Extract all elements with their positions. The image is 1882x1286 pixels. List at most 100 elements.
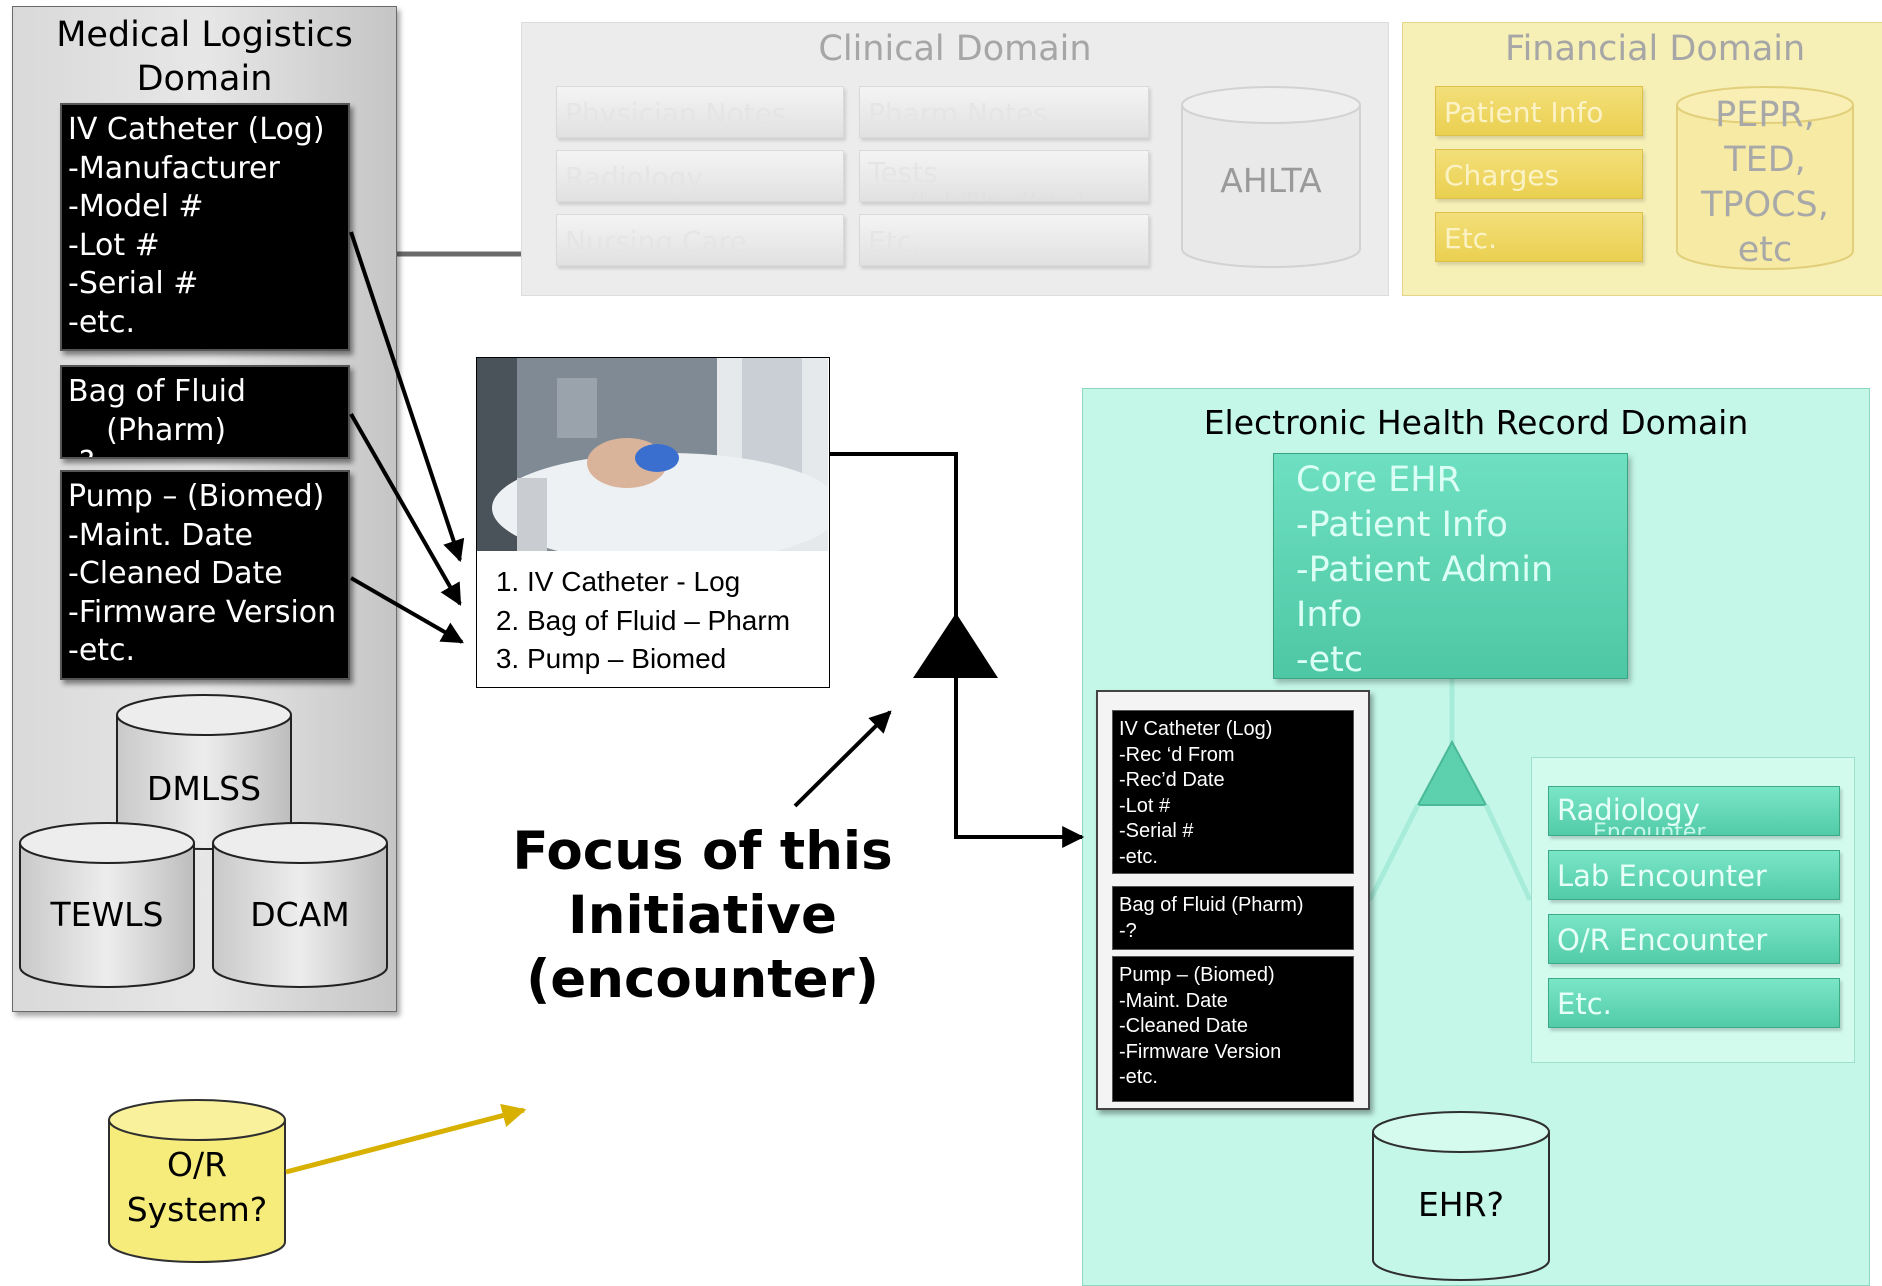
tewls-label: TEWLS xyxy=(50,895,164,934)
logistics-title-line-1: Medical Logistics xyxy=(56,15,353,55)
pepr-line-2: TED, xyxy=(1724,140,1806,180)
radiology-encounter-label: Radiology xyxy=(1557,793,1700,827)
clinical-domain-title: Clinical Domain xyxy=(818,29,1092,69)
pharm-notes-button[interactable]: Pharm Notes xyxy=(859,86,1149,138)
pepr-line-3: TPOCS, xyxy=(1701,185,1829,225)
radiology-encounter-subtext: Encounter xyxy=(1593,820,1706,836)
medical-logistics-panel: Medical Logistics Domain IV Catheter (Lo… xyxy=(12,6,397,1012)
iv-line-5: -Serial # xyxy=(68,266,199,301)
lab-encounter-button[interactable]: Lab Encounter xyxy=(1548,850,1840,900)
iv-line-1: IV Catheter (Log) xyxy=(68,112,325,147)
ehr-pump-line-1: Pump – (Biomed) xyxy=(1119,964,1275,986)
ehr-bag-line-1: Bag of Fluid (Pharm) xyxy=(1119,894,1304,916)
ehr-iv-catheter-box: IV Catheter (Log) -Rec ‘d From -Rec’d Da… xyxy=(1112,710,1354,874)
iv-line-2: -Manufacturer xyxy=(68,150,280,186)
ehr-device-records: IV Catheter (Log) -Rec ‘d From -Rec’d Da… xyxy=(1096,690,1370,1110)
ehr-iv-line-5: -Serial # xyxy=(1119,820,1194,842)
pump-line-1: Pump – (Biomed) xyxy=(68,479,325,514)
ehr-pump-line-4: -Firmware Version xyxy=(1119,1040,1282,1063)
iv-line-4: -Lot # xyxy=(68,227,160,263)
logistics-title-line-2: Domain xyxy=(136,59,273,99)
ehr-database-icon xyxy=(1372,1111,1550,1281)
ahlta-database-icon xyxy=(1181,86,1361,268)
focus-of-initiative-text: Focus of this Initiative (encounter) xyxy=(500,820,905,1012)
pump-line-4: -Firmware Version xyxy=(68,594,337,630)
ehr-domain-title: Electronic Health Record Domain xyxy=(1203,403,1749,442)
radiology-encounter-button[interactable]: Radiology Encounter xyxy=(1548,786,1840,836)
tests-subtext: (Lab/Blood/etc.) xyxy=(910,191,1085,202)
dcam-label: DCAM xyxy=(250,895,350,934)
dcam-database-icon xyxy=(212,822,388,988)
tests-button[interactable]: Tests (Lab/Blood/etc.) xyxy=(859,150,1149,202)
clinical-etc-button[interactable]: Etc. xyxy=(859,214,1149,266)
radiology-button[interactable]: Radiology xyxy=(556,150,844,202)
pepr-line-4: etc xyxy=(1737,230,1793,270)
ehr-bag-of-fluid-box: Bag of Fluid (Pharm) -? xyxy=(1112,886,1354,950)
ehr-bag-line-2: -? xyxy=(1119,919,1137,942)
pepr-label: PEPR, TED, TPOCS, etc xyxy=(1675,93,1855,273)
encounters-panel: Radiology Encounter Lab Encounter O/R En… xyxy=(1531,757,1855,1063)
core-ehr-line-3: -Patient Admin xyxy=(1296,550,1554,590)
dmlss-label: DMLSS xyxy=(146,769,262,808)
core-ehr-box: Core EHR -Patient Info -Patient Admin In… xyxy=(1273,453,1628,680)
bag-line-1: Bag of Fluid xyxy=(68,374,246,409)
nursing-care-button[interactable]: Nursing Care xyxy=(556,214,844,266)
charges-button[interactable]: Charges xyxy=(1435,149,1643,199)
encounter-list-item: Pump – Biomed xyxy=(527,640,790,679)
or-system-line-2: System? xyxy=(126,1190,268,1229)
iv-line-6: -etc. xyxy=(68,304,136,340)
pepr-line-1: PEPR, xyxy=(1715,95,1815,135)
focus-pointer-arrow xyxy=(793,710,892,808)
financial-domain-panel: Financial Domain Patient Info Charges Et… xyxy=(1402,22,1882,296)
focus-line-2: Initiative xyxy=(568,885,837,946)
core-ehr-line-4: Info xyxy=(1296,595,1363,635)
ehr-pump-line-2: -Maint. Date xyxy=(1119,989,1228,1012)
physician-notes-button[interactable]: Physician Notes xyxy=(556,86,844,138)
logistics-title: Medical Logistics Domain xyxy=(13,7,396,101)
tests-label: Tests xyxy=(868,156,938,189)
ahlta-label: AHLTA xyxy=(1220,161,1322,200)
ehr-tree-triangle-icon xyxy=(1416,739,1488,806)
ehr-pump-line-5: -etc. xyxy=(1119,1066,1158,1088)
pepr-database-icon xyxy=(1676,86,1854,270)
patient-info-button[interactable]: Patient Info xyxy=(1435,86,1643,136)
bag-line-3: -? xyxy=(68,444,348,457)
encounter-list-item: IV Catheter - Log xyxy=(527,563,790,602)
clinical-domain-panel: Clinical Domain Physician Notes Pharm No… xyxy=(521,22,1389,296)
pump-box: Pump – (Biomed) -Maint. Date -Cleaned Da… xyxy=(60,470,350,680)
large-up-triangle-icon xyxy=(913,613,998,678)
patient-on-stretcher-illustration xyxy=(477,358,828,551)
core-ehr-line-2: -Patient Info xyxy=(1296,505,1508,545)
encounter-device-list: IV Catheter - Log Bag of Fluid – Pharm P… xyxy=(493,563,790,679)
or-system-label: O/R System? xyxy=(107,1142,287,1232)
tewls-database-icon xyxy=(19,822,195,988)
ehr-iv-line-6: -etc. xyxy=(1119,845,1158,868)
bag-of-fluid-box: Bag of Fluid (Pharm) -? xyxy=(60,365,350,459)
ehr-iv-line-3: -Rec’d Date xyxy=(1119,769,1225,791)
financial-etc-button[interactable]: Etc. xyxy=(1435,212,1643,262)
or-encounter-button[interactable]: O/R Encounter xyxy=(1548,914,1840,964)
ehr-etc-button[interactable]: Etc. xyxy=(1548,978,1840,1028)
ehr-database-label: EHR? xyxy=(1417,1185,1505,1224)
ehr-iv-line-1: IV Catheter (Log) xyxy=(1119,718,1273,740)
ehr-iv-line-2: -Rec ‘d From xyxy=(1119,743,1235,766)
focus-line-1: Focus of this xyxy=(512,821,893,882)
focus-line-3: (encounter) xyxy=(526,949,879,1010)
encounter-card: IV Catheter - Log Bag of Fluid – Pharm P… xyxy=(476,357,830,688)
or-system-arrow xyxy=(285,1103,527,1175)
financial-domain-title: Financial Domain xyxy=(1505,29,1806,69)
pump-to-card-arrow xyxy=(350,576,464,644)
bag-to-card-arrow xyxy=(349,413,462,606)
iv-to-card-arrow xyxy=(349,231,465,563)
patient-photo xyxy=(477,358,828,551)
or-system-database-icon xyxy=(108,1099,286,1263)
iv-line-3: -Model # xyxy=(68,189,204,224)
core-ehr-line-5: -etc xyxy=(1296,640,1364,680)
pump-line-2: -Maint. Date xyxy=(68,517,253,553)
ehr-pump-box: Pump – (Biomed) -Maint. Date -Cleaned Da… xyxy=(1112,956,1354,1102)
pump-line-3: -Cleaned Date xyxy=(68,556,283,591)
bag-line-2: (Pharm) xyxy=(68,412,227,448)
